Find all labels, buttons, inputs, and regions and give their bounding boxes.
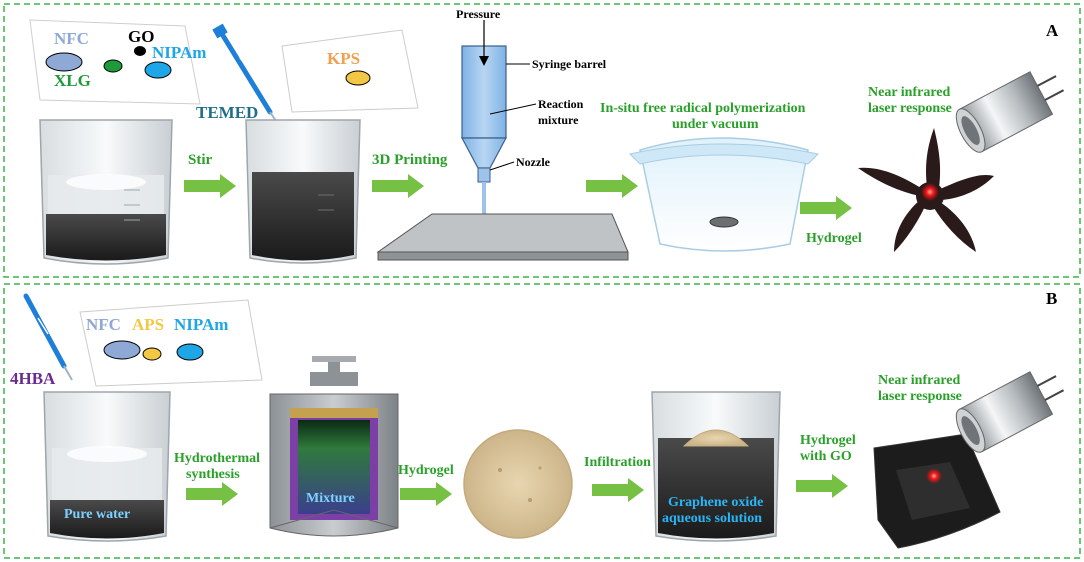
beaker-icon-b1	[43, 391, 171, 542]
arrow-infiltration	[592, 478, 644, 502]
step-stir: Stir	[188, 152, 213, 168]
nfc-cloud-icon	[45, 52, 83, 72]
step-withgo-l1: Hydrogel	[800, 433, 856, 448]
reagent-temed: TEMED	[196, 103, 258, 122]
go-hydrogel-piece-icon	[873, 433, 1001, 549]
nipam-cloud-icon	[144, 61, 172, 79]
step-hydrogel-a: Hydrogel	[806, 231, 862, 246]
syringe-icon	[461, 20, 507, 234]
panel-b-letter: B	[1046, 289, 1057, 308]
laser-spot-a	[921, 183, 939, 201]
reagent-sheet-kps	[281, 29, 419, 113]
arrow-stir	[184, 174, 236, 198]
step-hydrothermal-l2: synthesis	[186, 467, 240, 482]
arrow-hydrogel-b	[400, 482, 452, 506]
reagent-go: GO	[128, 27, 154, 46]
label-nozzle: Nozzle	[516, 155, 551, 169]
label-mixture: mixture	[538, 113, 579, 127]
label-laser-b-l1: Near infrared	[878, 373, 961, 388]
reagent-xlg: XLG	[54, 71, 91, 90]
step-infiltration: Infiltration	[584, 455, 651, 470]
laser-spot-b	[926, 468, 942, 484]
label-laser-b-l2: laser response	[878, 389, 962, 404]
hydrogel-disc-icon	[463, 429, 573, 539]
panel-a-border	[3, 3, 1081, 278]
beaker-icon-a1	[39, 119, 173, 265]
label-mixture-b: Mixture	[306, 491, 355, 506]
label-pure-water: Pure water	[64, 507, 130, 522]
step-withgo-l2: with GO	[800, 449, 852, 464]
go-blob-icon	[134, 46, 146, 56]
bell-jar-icon	[629, 137, 820, 252]
reagent-sheet-b	[79, 299, 263, 387]
step-hydrothermal-l1: Hydrothermal	[174, 451, 260, 466]
beaker-icon-b2	[651, 391, 781, 542]
aps-cloud-icon	[142, 347, 162, 361]
reagent-sheet-a	[29, 19, 201, 105]
label-polymerization-l1: In-situ free radical polymerization	[600, 101, 806, 116]
kps-cloud-icon	[345, 70, 371, 86]
autoclave-icon	[269, 356, 399, 537]
label-go-solution-l2: aqueous solution	[662, 511, 762, 526]
laser-device-icon-b	[955, 371, 1065, 453]
label-syringe-barrel: Syringe barrel	[532, 57, 607, 71]
reagent-aps: APS	[132, 315, 164, 334]
arrow-hydrogel-a	[800, 196, 852, 220]
arrow-hydrothermal	[186, 482, 238, 506]
label-go-solution-l1: Graphene oxide	[668, 495, 763, 510]
reagent-nfc-a: NFC	[54, 29, 89, 48]
reagent-nipam-b: NIPAm	[174, 315, 228, 334]
arrow-polymerization	[586, 174, 638, 198]
beaker-icon-a2	[245, 119, 361, 264]
print-plate	[376, 213, 629, 261]
label-laser-a-l1: Near infrared	[868, 85, 951, 100]
arrow-hydrogel-with-go	[796, 474, 848, 498]
panel-a-letter: A	[1046, 21, 1059, 40]
panel-b-border	[3, 283, 1081, 559]
step-3d-printing: 3D Printing	[372, 152, 448, 168]
reagent-4hba: 4HBA	[10, 369, 56, 388]
reagent-kps: KPS	[327, 49, 360, 68]
arrow-3d-printing	[372, 174, 424, 198]
label-pressure: Pressure	[456, 7, 501, 21]
pipette-icon-b	[23, 293, 73, 381]
step-hydrogel-b: Hydrogel	[398, 463, 454, 478]
reagent-nipam-a: NIPAm	[152, 43, 206, 62]
label-polymerization-l2: under vacuum	[672, 117, 759, 132]
xlg-cloud-icon	[103, 59, 123, 73]
label-reaction: Reaction	[538, 97, 584, 111]
laser-device-icon	[955, 71, 1065, 153]
nfc-cloud-icon-b	[103, 340, 141, 360]
nipam-cloud-icon-b	[176, 343, 204, 361]
label-laser-a-l2: laser response	[868, 101, 952, 116]
reagent-nfc-b: NFC	[86, 315, 121, 334]
